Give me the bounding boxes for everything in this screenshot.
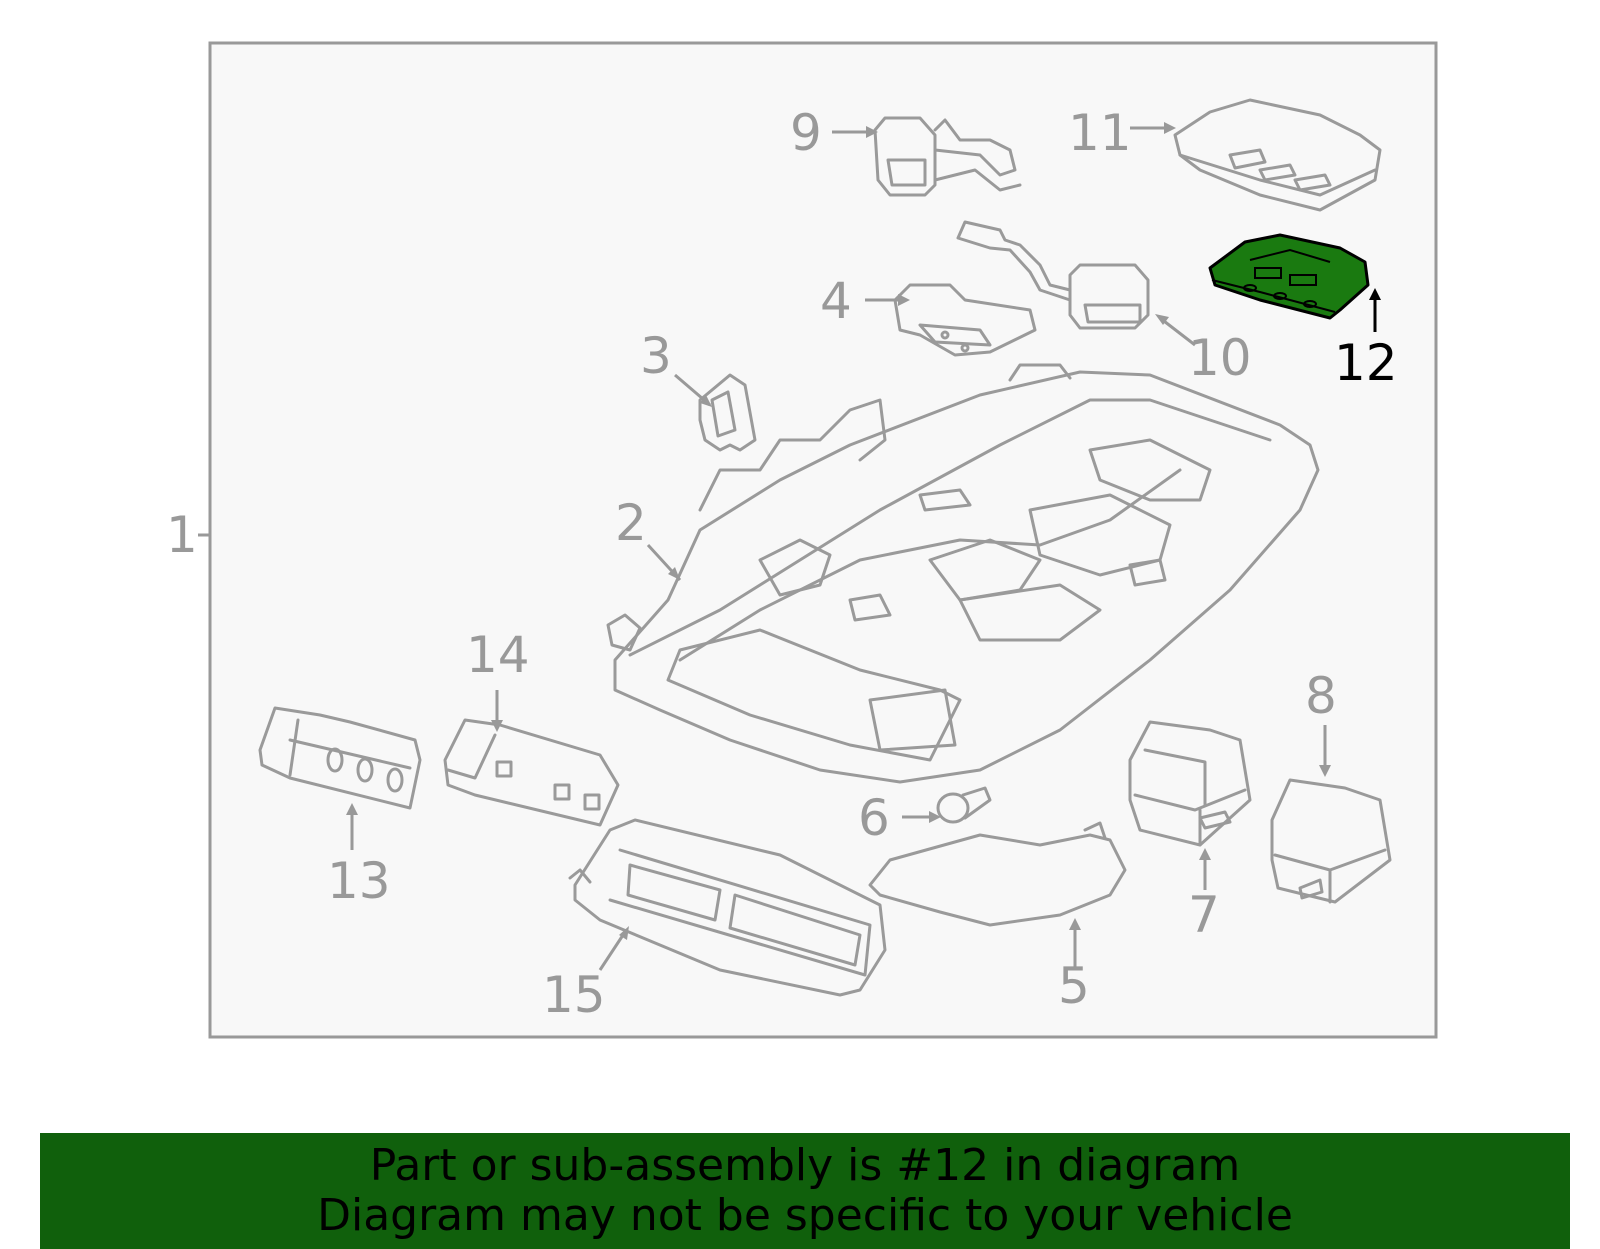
part-4-bracket[interactable]: [893, 283, 1037, 357]
arrow-2: [668, 567, 680, 580]
callout-1: 1: [166, 506, 198, 564]
part-5-lens-cover[interactable]: [868, 821, 1127, 927]
part-8-switch[interactable]: [1270, 778, 1392, 904]
callout-2: 2: [615, 494, 647, 552]
callout-5: 5: [1058, 957, 1090, 1015]
part-11-lamp-assembly[interactable]: [1173, 98, 1382, 212]
arrow-3: [700, 395, 712, 407]
callout-12: 12: [1334, 334, 1398, 392]
part-10-harness-connector[interactable]: [956, 220, 1150, 330]
arrow-9: [866, 126, 878, 138]
part-3-clip[interactable]: [698, 373, 757, 452]
callout-6: 6: [858, 789, 890, 847]
callout-3: 3: [640, 327, 672, 385]
footer-banner-bg: [40, 1133, 1570, 1249]
part-6-bulb[interactable]: [936, 786, 992, 824]
arrow-7: [1199, 848, 1211, 860]
callout-4: 4: [820, 272, 852, 330]
arrow-8: [1319, 765, 1331, 777]
callout-14: 14: [466, 626, 530, 684]
footer-banner: Part or sub-assembly is #12 in diagram D…: [40, 1133, 1570, 1249]
part-7-switch[interactable]: [1128, 720, 1252, 847]
arrow-4: [898, 294, 910, 306]
part-9-harness-connector[interactable]: [873, 116, 1022, 197]
arrow-15: [619, 926, 629, 940]
part-14-module[interactable]: [443, 718, 620, 827]
leader-10: [1159, 316, 1196, 347]
part-15-bezel[interactable]: [568, 818, 887, 997]
leader-15: [598, 931, 627, 971]
arrow-6: [929, 811, 941, 823]
arrow-12: [1369, 288, 1381, 300]
callout-13: 13: [327, 852, 391, 910]
arrow-5: [1069, 918, 1081, 930]
arrow-14: [491, 720, 503, 732]
part-12-lamp-assembly-highlighted[interactable]: [1208, 233, 1370, 320]
diagram-frame: [208, 41, 1438, 1039]
arrow-11: [1164, 122, 1176, 134]
footer-line-2: Diagram may not be specific to your vehi…: [317, 1190, 1293, 1241]
callout-7: 7: [1188, 886, 1220, 944]
callout-8: 8: [1305, 667, 1337, 725]
callout-10: 10: [1188, 329, 1252, 387]
arrow-13: [346, 803, 358, 815]
part-2-console-housing[interactable]: [606, 363, 1320, 784]
arrow-10: [1155, 314, 1169, 325]
footer-line-1: Part or sub-assembly is #12 in diagram: [369, 1140, 1241, 1191]
callout-15: 15: [542, 966, 606, 1024]
part-13-switch-module[interactable]: [258, 706, 422, 810]
callout-11: 11: [1068, 104, 1132, 162]
callout-9: 9: [790, 104, 822, 162]
